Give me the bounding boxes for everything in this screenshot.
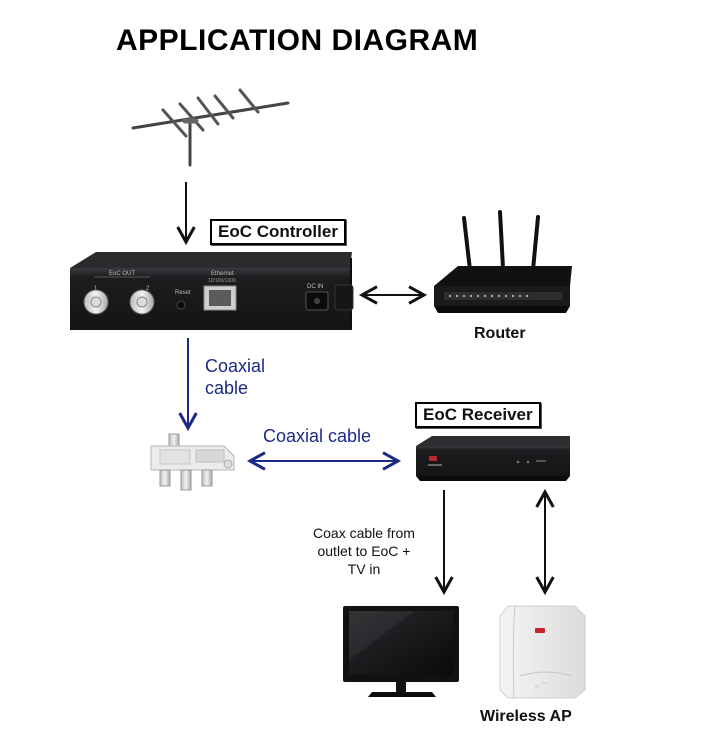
reset-label: Reset — [175, 290, 191, 296]
coaxial-cable-horizontal-label: Coaxial cable — [263, 426, 372, 446]
eoc-receiver-label: EoC Receiver — [415, 402, 541, 428]
eoc-controller-device: EoC OUT 1 2 Reset Ethernet 10/100/1000 D… — [70, 252, 354, 330]
coax-note-line1: Coax cable from — [313, 525, 415, 541]
port1-label: 1 — [94, 286, 98, 292]
coaxial-cable-vertical-line1: Coaxial — [205, 356, 266, 376]
eoc-receiver-device — [416, 436, 570, 481]
reset-button-hole — [176, 300, 186, 310]
port2-label: 2 — [146, 286, 150, 292]
router-icon — [434, 210, 572, 313]
tv-icon — [343, 606, 459, 697]
coaxial-cable-vertical-label: Coaxial cable — [205, 355, 265, 399]
wireless-ap-label: Wireless AP — [480, 708, 572, 725]
router-label: Router — [474, 325, 526, 342]
antenna-icon — [131, 88, 290, 167]
dc-in-label: DC IN — [307, 284, 323, 290]
svg-text:∞ ⌒: ∞ ⌒ — [535, 683, 547, 690]
ethernet-speed-label: 10/100/1000 — [208, 278, 236, 284]
receiver-brand-logo — [429, 456, 437, 461]
coax-note-line3: TV in — [347, 561, 381, 577]
ethernet-label: Ethernet — [211, 271, 234, 277]
eoc-controller-label: EoC Controller — [210, 219, 346, 245]
splitter-icon — [150, 433, 235, 491]
coax-note: Coax cable from outlet to EoC + TV in — [296, 524, 432, 578]
page-title: APPLICATION DIAGRAM — [116, 24, 479, 57]
wireless-ap-icon: ∞ ⌒ — [499, 605, 586, 699]
coaxial-cable-vertical-line2: cable — [205, 378, 249, 398]
eoc-out-label: EoC OUT — [109, 271, 135, 277]
coax-note-line2: outlet to EoC + — [317, 543, 411, 559]
